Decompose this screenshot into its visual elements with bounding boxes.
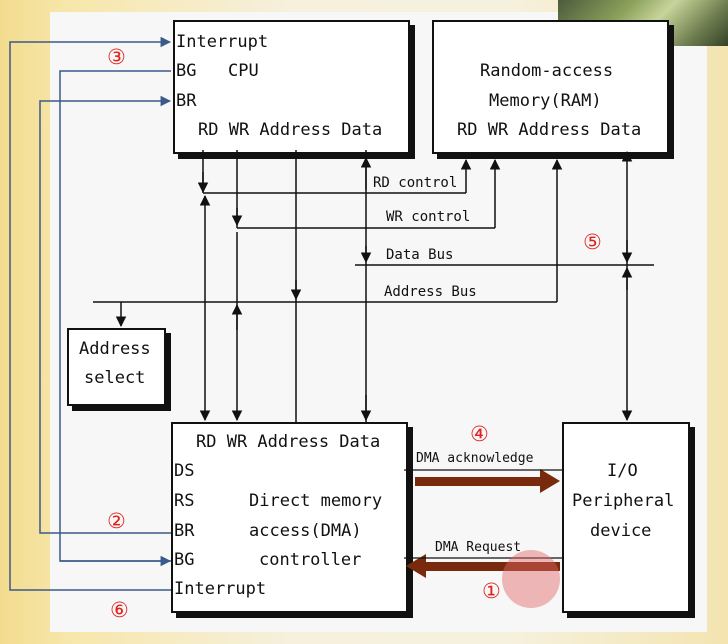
rd-control-label: RD control [373,175,458,191]
ram-signals: RD WR Address Data [457,120,642,140]
step-2-marker: ② [107,509,126,533]
cpu-interrupt-label: Interrupt [176,32,269,52]
ram-title-line2: Memory(RAM) [489,91,602,111]
io-line3: device [590,521,652,541]
dma-title-line3: controller [259,550,362,570]
io-line1: I/O [607,461,638,481]
dma-signals: RD WR Address Data [196,432,381,452]
cursor-highlight [502,550,560,608]
dma-controller-box [171,422,408,613]
dma-bg-label: BG [174,550,195,570]
dma-handshake-arrows [404,469,562,578]
io-device-box [562,422,690,613]
dma-acknowledge-label: DMA acknowledge [416,451,534,466]
dma-br-label: BR [174,521,195,541]
io-line2: Peripheral [572,491,675,511]
cpu-signals: RD WR Address Data [198,120,383,140]
cpu-bg-label: BG [176,61,197,81]
dma-request-label: DMA Request [435,540,522,555]
dma-title-line2: access(DMA) [249,521,362,541]
address-select-line2: select [84,368,146,388]
dma-ds-label: DS [174,461,195,481]
step-3-marker: ③ [107,45,126,69]
dma-interrupt-label: Interrupt [174,579,267,599]
ram-box [432,20,669,154]
address-select-box [67,328,166,406]
bg-line [59,70,171,562]
step-4-marker: ④ [470,422,489,446]
address-bus-label: Address Bus [384,284,477,300]
step-6-marker: ⑥ [110,598,129,622]
wr-control-label: WR control [386,209,471,225]
cpu-title: CPU [228,61,259,81]
interrupt-line [9,36,172,591]
br-line [39,95,172,534]
dma-rs-label: RS [174,491,195,511]
address-select-line1: Address [79,339,151,359]
ram-title-line1: Random-access [480,61,614,81]
dma-title-line1: Direct memory [249,491,383,511]
cpu-br-label: BR [176,91,197,111]
cpu-box [173,20,410,154]
step-5-marker: ⑤ [583,230,602,254]
step-1-marker: ① [482,579,501,603]
data-bus-label: Data Bus [386,247,454,263]
